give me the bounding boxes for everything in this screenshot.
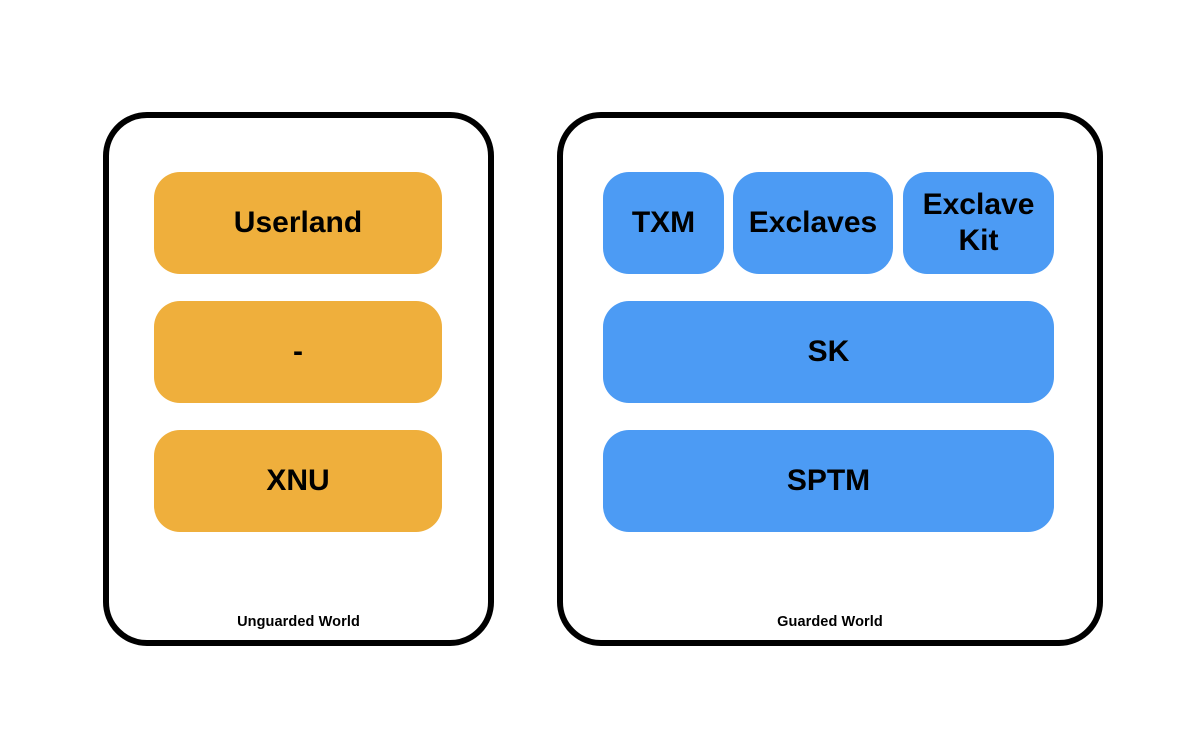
- panel-guarded-world-label: Guarded World: [777, 614, 883, 630]
- box-exclave-kit-label: Exclave Kit: [922, 188, 1035, 257]
- box-xnu[interactable]: XNU: [154, 430, 442, 532]
- box-txm[interactable]: TXM: [603, 172, 724, 274]
- box-exclaves-label: Exclaves: [748, 206, 878, 239]
- box-sk[interactable]: SK: [603, 301, 1054, 403]
- box-sk-label: SK: [807, 335, 850, 368]
- box-unnamed-layer[interactable]: -: [154, 301, 442, 403]
- box-userland[interactable]: Userland: [154, 172, 442, 274]
- box-userland-label: Userland: [233, 206, 363, 239]
- box-xnu-label: XNU: [266, 464, 330, 497]
- box-txm-label: TXM: [631, 206, 696, 239]
- box-unnamed-layer-label: -: [293, 335, 303, 368]
- box-sptm[interactable]: SPTM: [603, 430, 1054, 532]
- box-exclave-kit[interactable]: Exclave Kit: [903, 172, 1054, 274]
- box-sptm-label: SPTM: [786, 464, 871, 497]
- panel-unguarded-world-label: Unguarded World: [237, 614, 360, 630]
- box-exclaves[interactable]: Exclaves: [733, 172, 893, 274]
